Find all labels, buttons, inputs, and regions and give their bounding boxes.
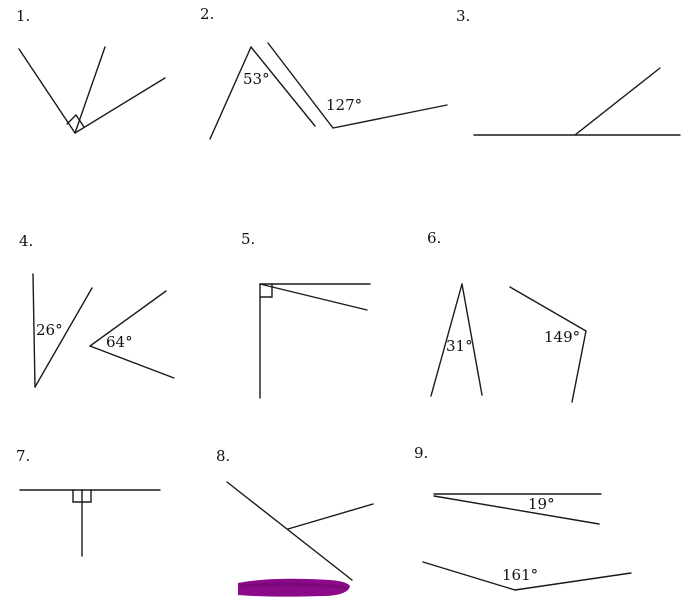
problem-3-number: 3. bbox=[456, 7, 470, 25]
problem-1-right-angle-marker bbox=[66, 113, 85, 128]
problem-9-number: 9. bbox=[414, 444, 428, 462]
problem-2-angle-b-ray-1 bbox=[267, 42, 334, 129]
problem-2-number: 2. bbox=[200, 5, 214, 23]
problem-4-angle-a-ray-1 bbox=[32, 273, 36, 388]
problem-9-angle-b-ray-2 bbox=[514, 572, 632, 591]
problem-1-ray-right bbox=[74, 77, 166, 134]
problem-1-ray-middle bbox=[74, 46, 106, 134]
problem-6-number: 6. bbox=[427, 229, 441, 247]
problem-1-ray-left bbox=[18, 48, 76, 134]
problem-4-angle-a-label: 26° bbox=[36, 321, 63, 339]
problem-4-angle-a-ray-2 bbox=[34, 287, 93, 388]
problem-9: 9. 19° 161° bbox=[414, 444, 632, 591]
problem-2-angle-a-label: 53° bbox=[243, 70, 270, 88]
problem-2-angle-b-ray-2 bbox=[332, 104, 448, 129]
problem-9-angle-a-label: 19° bbox=[528, 495, 555, 513]
problem-3-ray bbox=[574, 67, 661, 136]
problem-6-angle-a-ray-2 bbox=[461, 283, 483, 396]
problem-5-inner-ray bbox=[259, 283, 368, 311]
problem-6-angle-b-ray-1 bbox=[509, 286, 587, 332]
problem-6-angle-b-label: 149° bbox=[544, 328, 580, 346]
problem-7-right-angle-marker bbox=[72, 489, 92, 503]
problem-8-diagonal-line bbox=[226, 481, 353, 581]
problem-2-angle-b-label: 127° bbox=[326, 96, 362, 114]
problem-8-number: 8. bbox=[216, 447, 230, 465]
problem-6-angle-a-label: 31° bbox=[446, 337, 473, 355]
problem-7: 7. bbox=[16, 447, 161, 557]
problem-3: 3. bbox=[456, 7, 681, 136]
problem-8-ray bbox=[287, 503, 374, 530]
problem-4: 4. 26° 64° bbox=[19, 232, 175, 388]
problem-9-angle-a-ray-2 bbox=[433, 495, 600, 525]
problem-9-angle-b-ray-1 bbox=[422, 561, 516, 591]
problem-9-angle-b-label: 161° bbox=[502, 566, 538, 584]
problem-1-number: 1. bbox=[16, 7, 30, 25]
problem-2: 2. 53° 127° bbox=[200, 5, 448, 140]
problem-2-angle-a-ray-1 bbox=[209, 46, 252, 140]
problem-4-angle-b-label: 64° bbox=[106, 333, 133, 351]
problem-5: 5. bbox=[241, 230, 371, 399]
problem-2-angle-a-ray-2 bbox=[250, 46, 316, 127]
problem-6: 6. 31° 149° bbox=[427, 229, 587, 403]
problem-6-angle-a-ray-1 bbox=[430, 283, 463, 397]
problem-1: 1. bbox=[16, 7, 166, 134]
problem-6-angle-b-ray-2 bbox=[571, 330, 587, 403]
problem-4-angle-b-ray-1 bbox=[89, 290, 167, 347]
problem-5-right-angle-marker bbox=[259, 283, 273, 298]
problem-8-scribble-stroke bbox=[239, 582, 347, 590]
problem-5-number: 5. bbox=[241, 230, 255, 248]
problem-4-number: 4. bbox=[19, 232, 33, 250]
problem-8: 8. bbox=[216, 447, 374, 597]
problem-4-angle-b-ray-2 bbox=[89, 345, 175, 379]
problem-7-number: 7. bbox=[16, 447, 30, 465]
